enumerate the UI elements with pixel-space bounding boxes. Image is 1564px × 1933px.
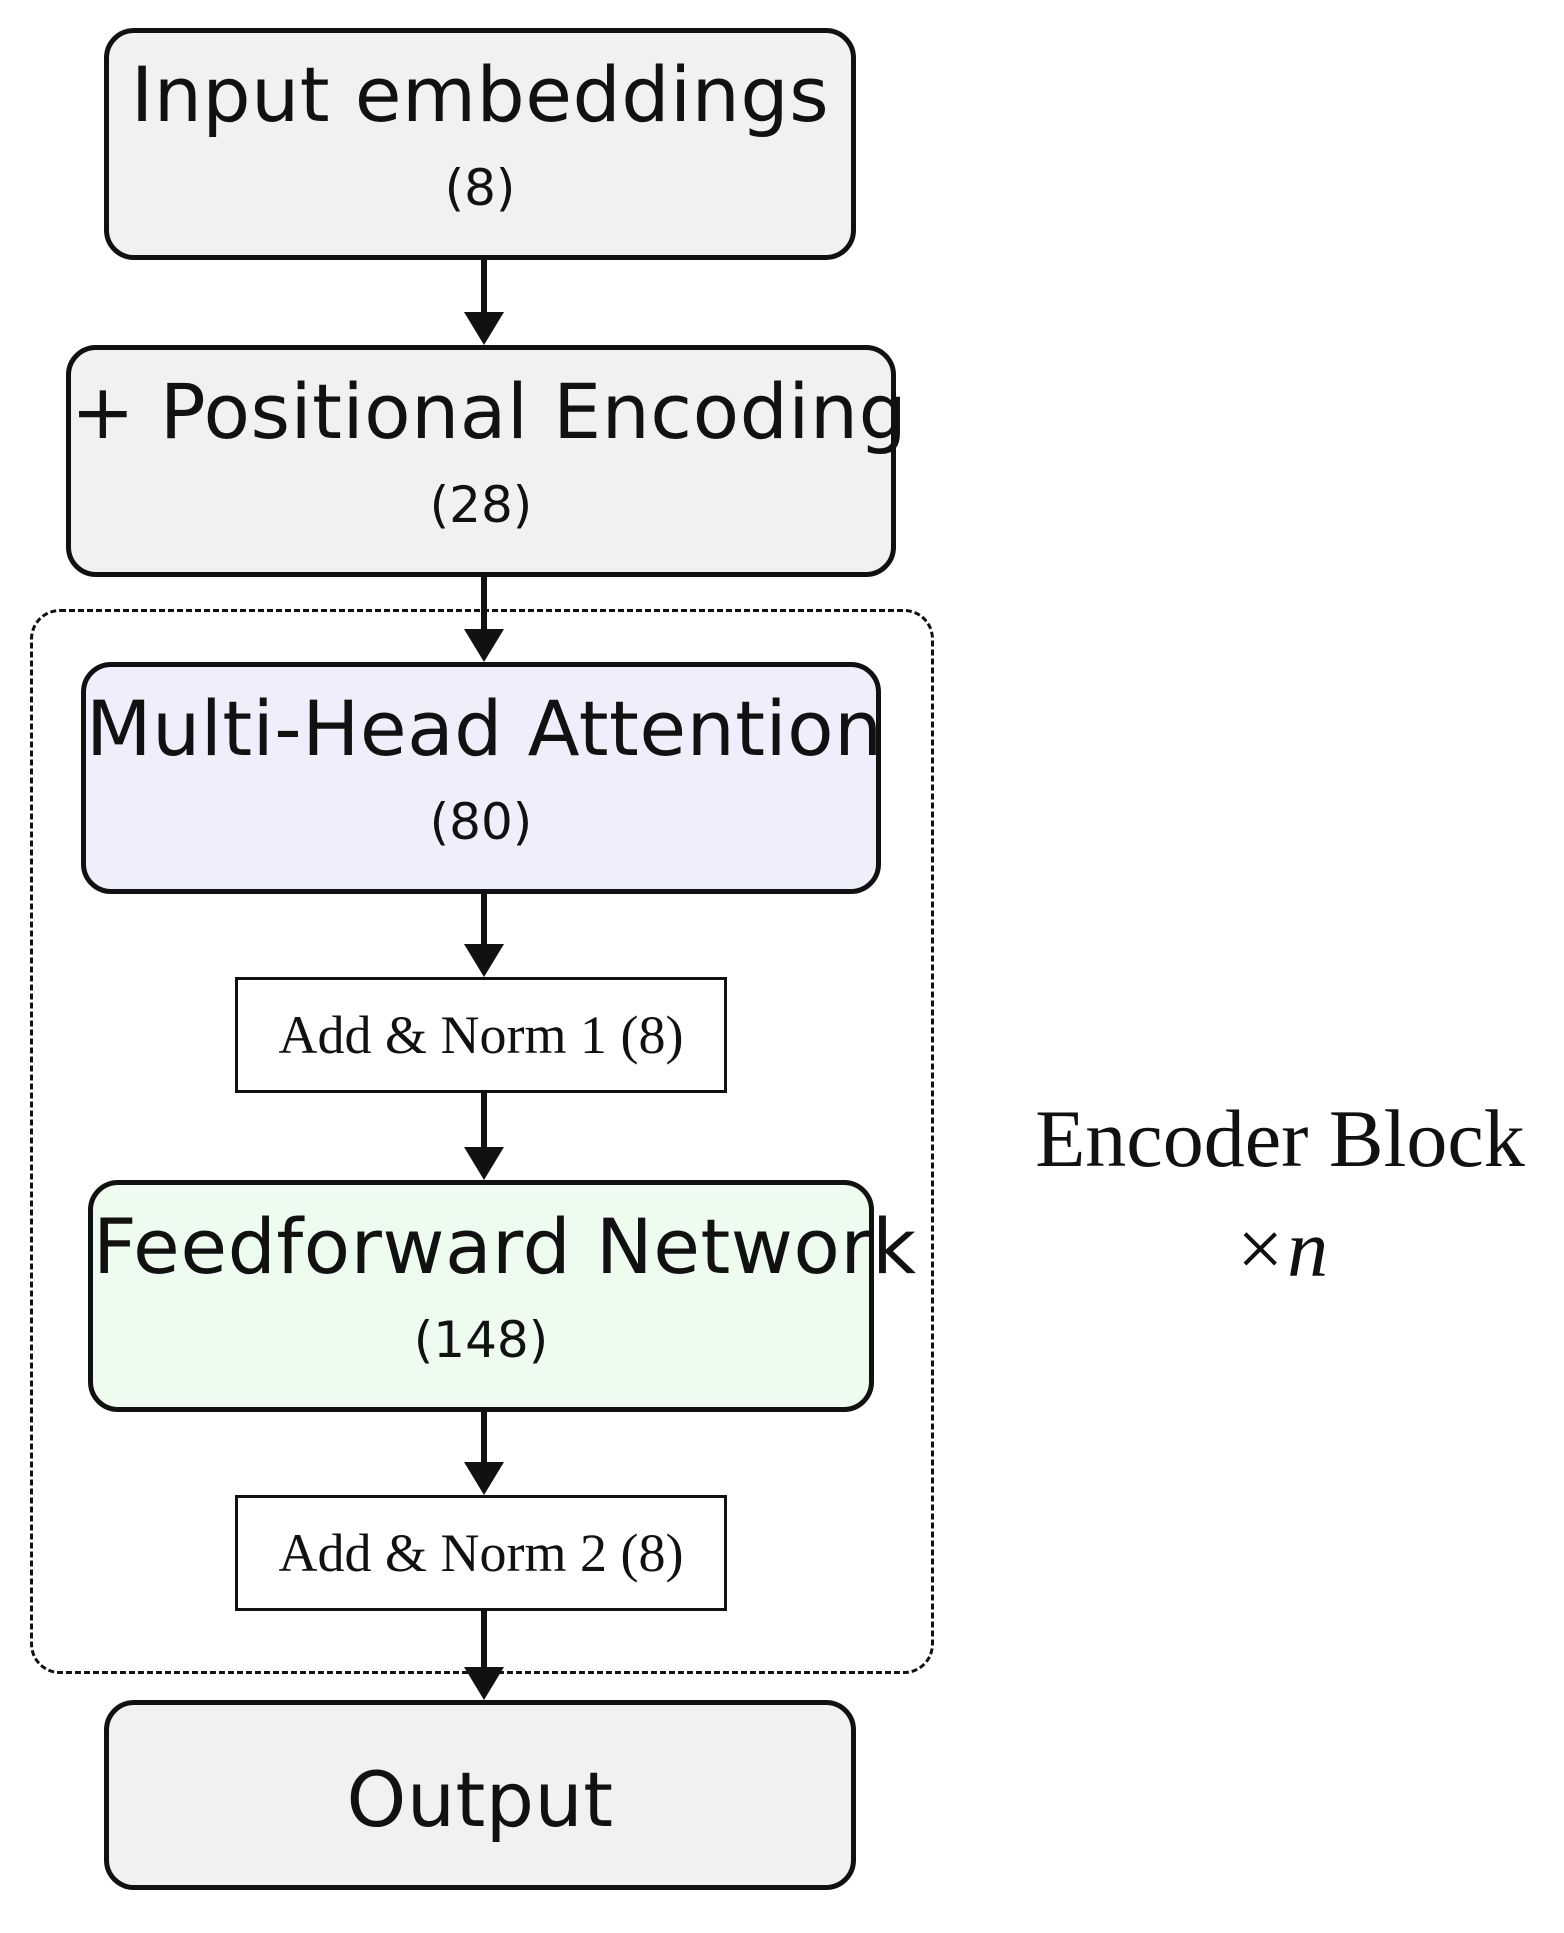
output-node: Output: [104, 1700, 856, 1890]
positional-encoding-label: + Positional Encoding: [71, 367, 908, 456]
positional-encoding-param: (28): [429, 476, 533, 534]
output-label: Output: [346, 1755, 614, 1844]
feedforward-network-label: Feedforward Network: [93, 1202, 917, 1291]
input-embeddings-param: (8): [444, 159, 516, 217]
multi-head-attention-param: (80): [429, 793, 533, 851]
encoder-block-repeat: ×n: [1231, 1203, 1329, 1294]
feedforward-network-param: (148): [413, 1311, 549, 1369]
positional-encoding-node: + Positional Encoding (28): [66, 345, 908, 577]
add-norm-2-label: Add & Norm 2 (8): [278, 1523, 684, 1583]
arrow-input-to-positional: [464, 260, 504, 345]
add-norm-2-node: Add & Norm 2 (8): [235, 1495, 727, 1611]
multi-head-attention-node: Multi-Head Attention (80): [81, 662, 883, 894]
feedforward-network-node: Feedforward Network (148): [88, 1180, 917, 1412]
add-norm-1-node: Add & Norm 1 (8): [235, 977, 727, 1093]
input-embeddings-node: Input embeddings (8): [104, 28, 856, 260]
encoder-block-label: Encoder Block: [1035, 1093, 1525, 1184]
input-embeddings-label: Input embeddings: [130, 50, 830, 139]
add-norm-1-label: Add & Norm 1 (8): [278, 1005, 684, 1065]
multi-head-attention-label: Multi-Head Attention: [86, 684, 883, 773]
